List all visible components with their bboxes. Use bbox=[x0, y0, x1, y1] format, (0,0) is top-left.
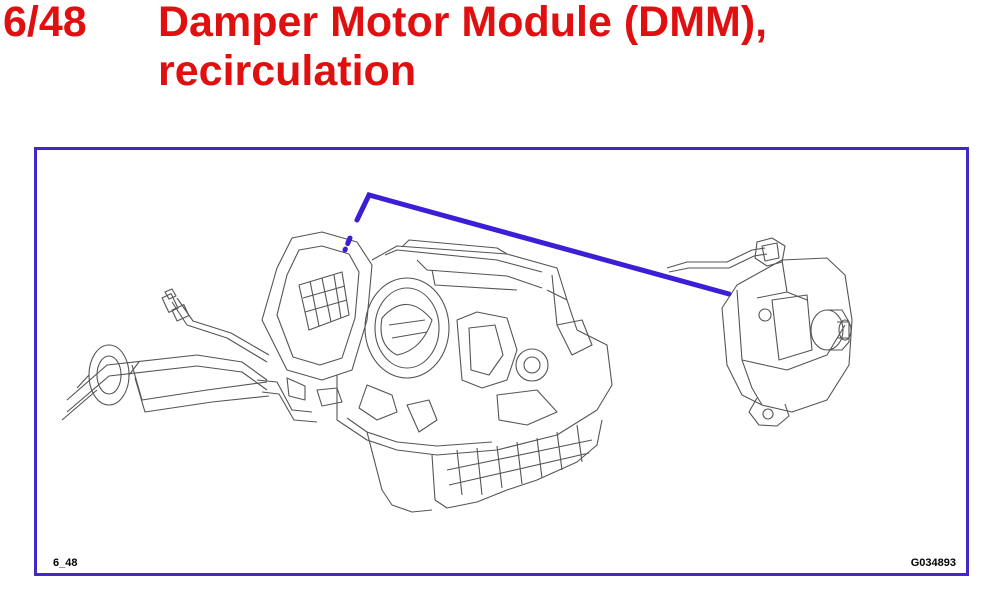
page-title: Damper Motor Module (DMM), recirculation bbox=[158, 0, 768, 96]
damper-motor-module bbox=[666, 237, 853, 427]
leader-line bbox=[342, 192, 732, 297]
figure-illustration bbox=[61, 192, 853, 513]
figure-frame: 6_48 G034893 bbox=[34, 147, 969, 576]
refrigerant-pipes bbox=[61, 297, 318, 423]
page-number: 6/48 bbox=[3, 0, 87, 46]
hvac-housing bbox=[261, 231, 613, 513]
pipe-fitting bbox=[161, 288, 190, 322]
figure-id-label: 6_48 bbox=[53, 557, 78, 569]
graphic-code-label: G034893 bbox=[910, 557, 956, 569]
grommet bbox=[76, 344, 140, 406]
